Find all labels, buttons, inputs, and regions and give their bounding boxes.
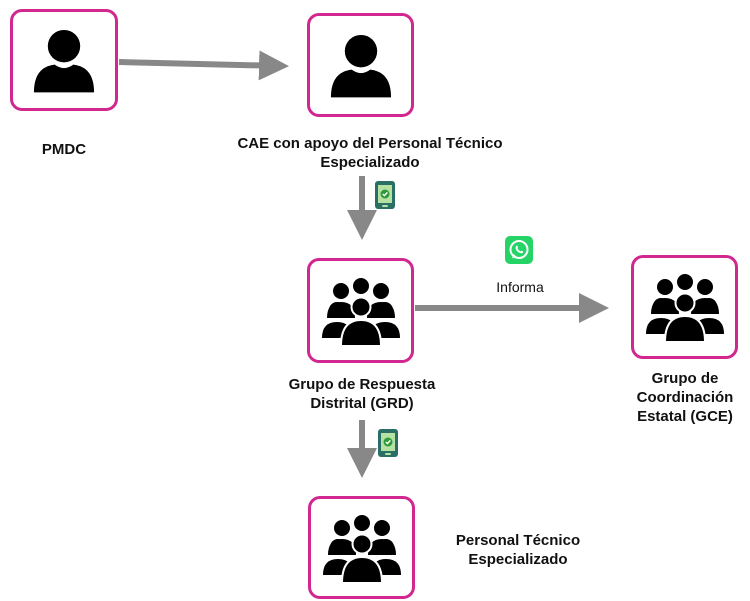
label-grd: Grupo de Respuesta Distrital (GRD) (288, 376, 436, 412)
node-pte (308, 496, 415, 599)
whatsapp-icon (505, 236, 533, 264)
arrow-pmdc-to-cae (118, 50, 289, 81)
node-cae (307, 13, 414, 117)
person-icon (33, 29, 95, 93)
group-icon (645, 274, 724, 343)
node-grd (307, 258, 414, 363)
node-gce (631, 255, 738, 359)
label-pmdc: PMDC (41, 141, 87, 158)
mobile-check-icon (378, 429, 398, 457)
label-pte: Personal Técnico Especializado (455, 532, 581, 568)
group-icon (322, 514, 401, 584)
edge-label-informa: Informa (496, 279, 544, 295)
label-gce: Grupo de Coordinación Estatal (GCE) (636, 370, 734, 425)
node-pmdc (10, 9, 118, 111)
label-cae: CAE con apoyo del Personal Técnico Espec… (237, 135, 503, 171)
mobile-check-icon (375, 181, 395, 209)
person-icon (330, 34, 391, 98)
group-icon (321, 277, 400, 347)
